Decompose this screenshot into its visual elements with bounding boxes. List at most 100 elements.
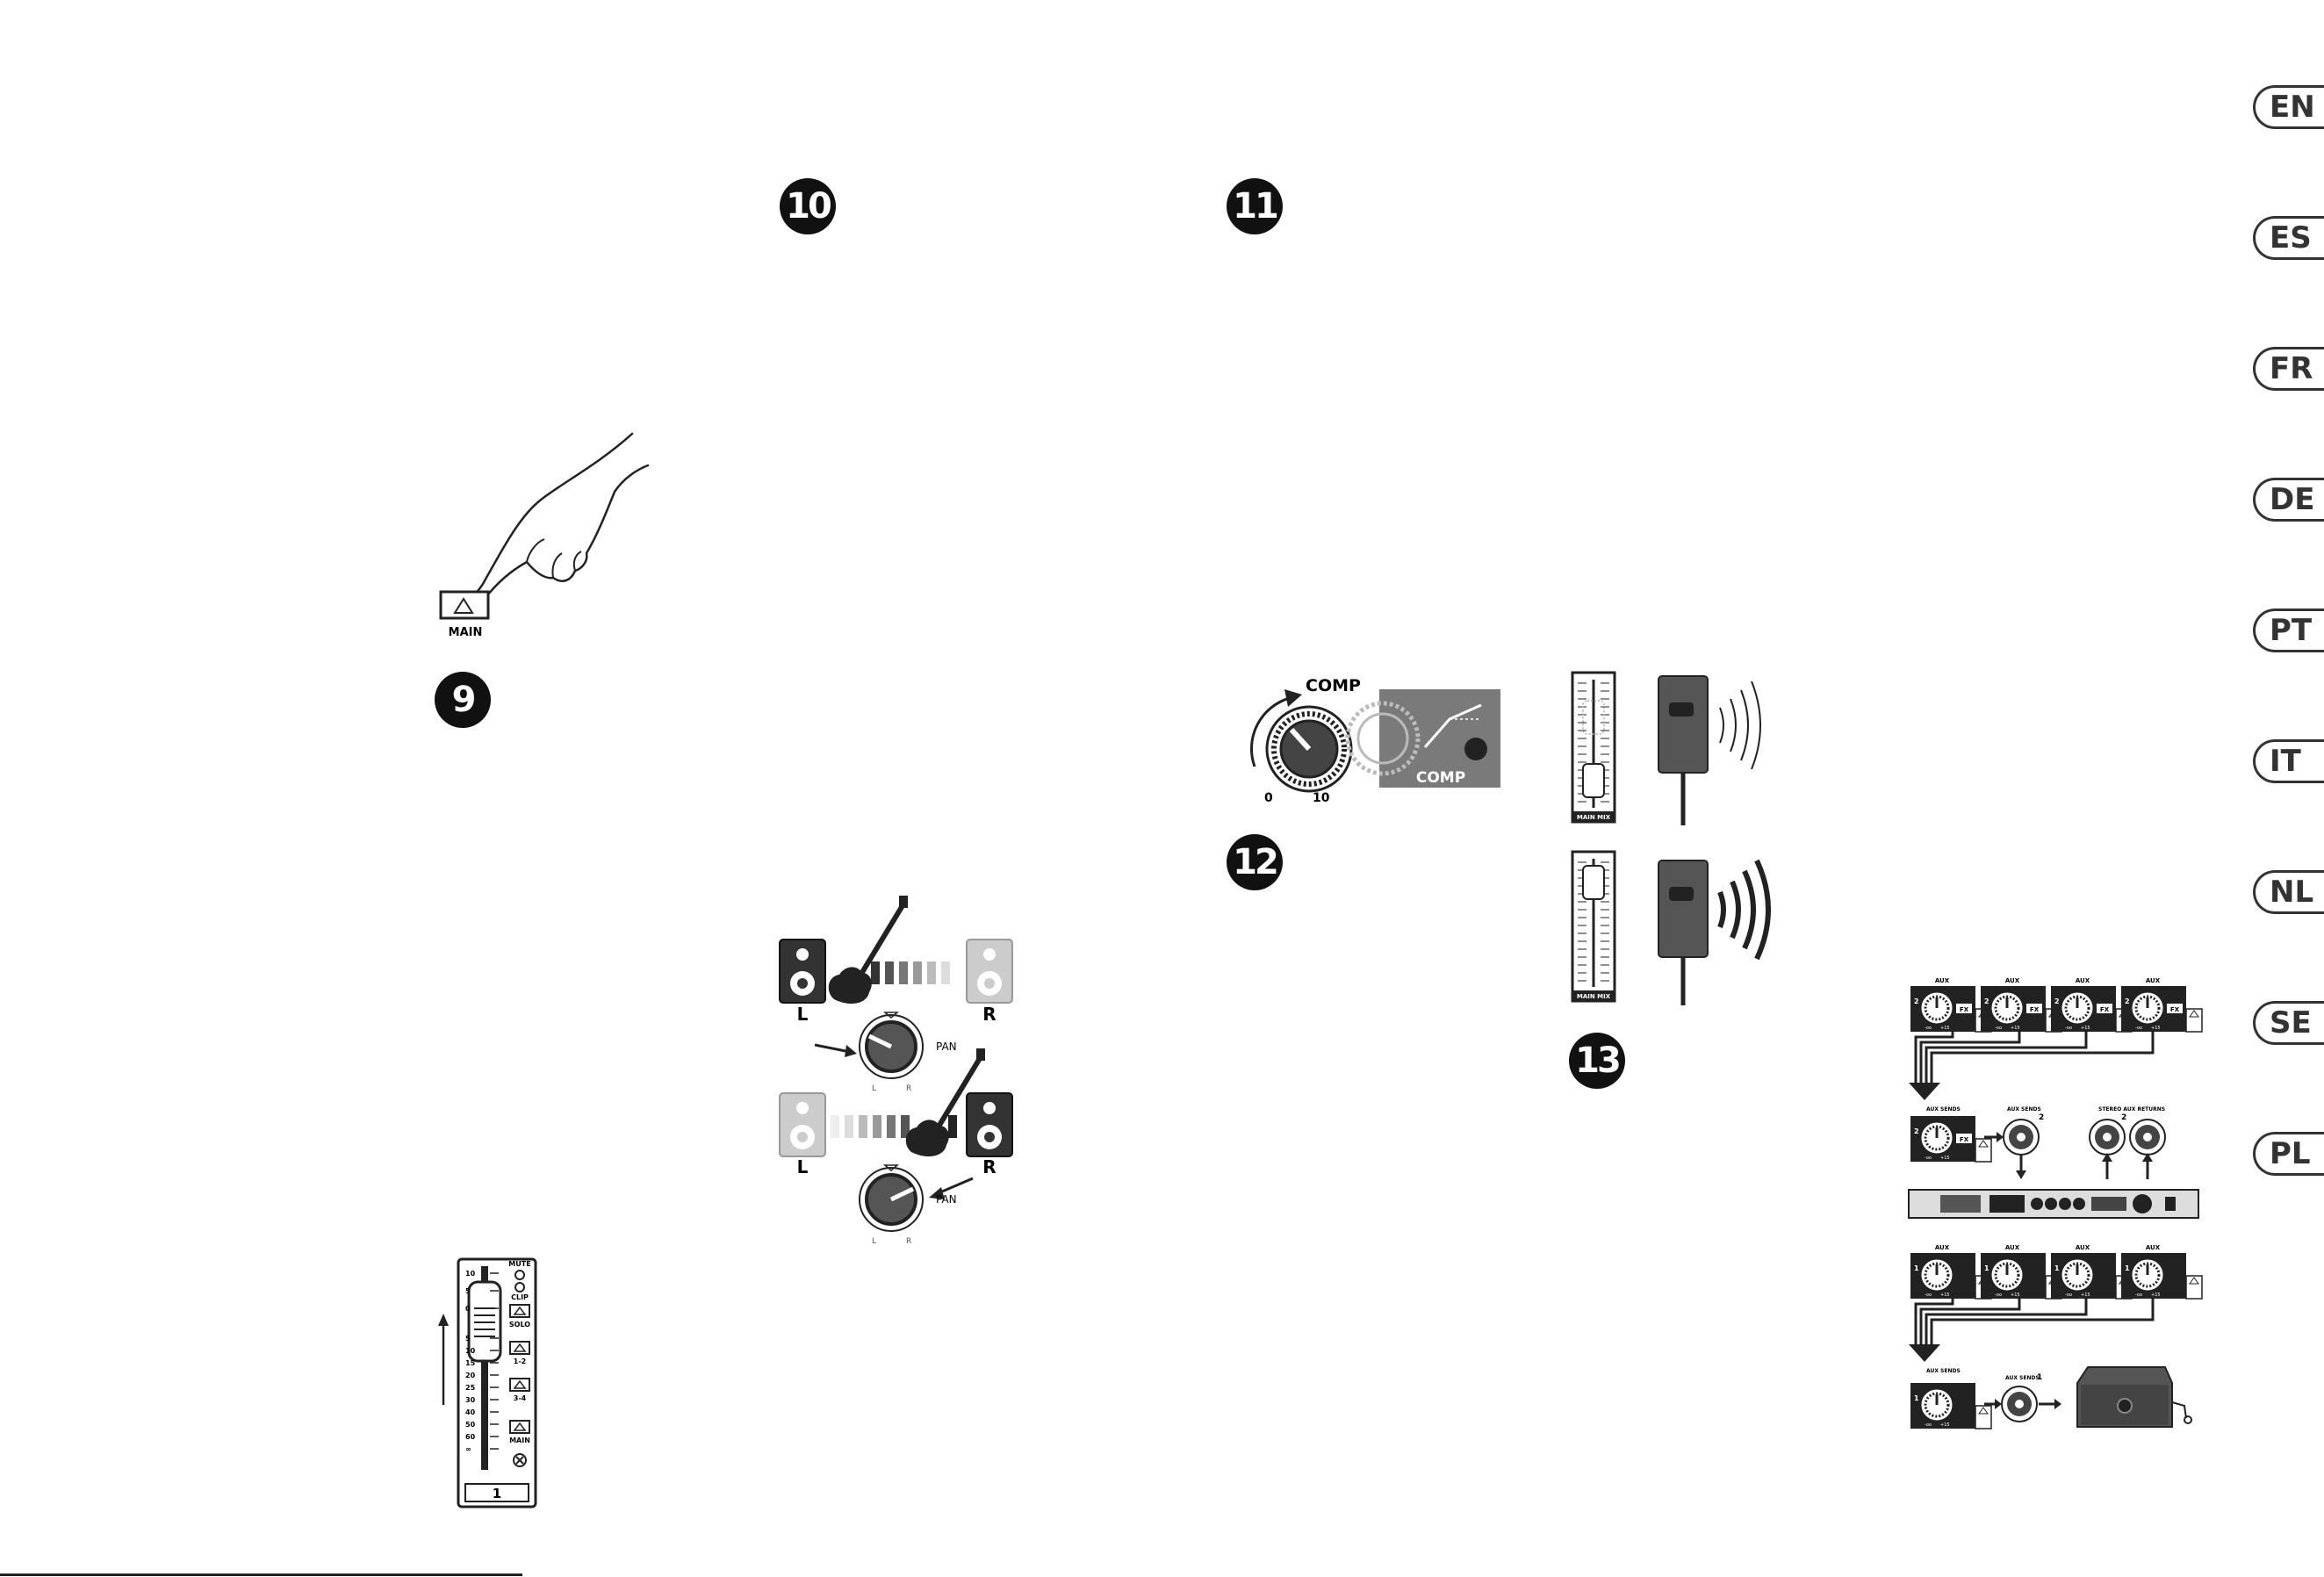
pan-knob-left[interactable]	[859, 1012, 924, 1079]
aux-send-jack-number-2: 2	[2039, 1113, 2044, 1122]
pan-knob-right-marker-2: R	[906, 1237, 911, 1246]
fx-label: FX	[2100, 1006, 2110, 1013]
hand-outline	[458, 432, 650, 609]
aux-knob[interactable]	[2132, 1259, 2163, 1291]
channel-number: 1	[493, 1486, 501, 1501]
stereo-aux-returns-label: STEREO AUX RETURNS	[2098, 1106, 2165, 1113]
footer-rule	[0, 1573, 522, 1576]
fader-scale-label: 25	[465, 1384, 476, 1392]
fx-processor-rack	[1908, 1189, 2199, 1219]
fader-scale-label: 60	[465, 1433, 476, 1441]
fader-scale-label: 10	[465, 1347, 476, 1355]
language-tab-it[interactable]: IT	[2253, 739, 2324, 783]
aux-range-min: -oo	[1995, 1026, 2002, 1031]
comp-button-label: COMP	[1416, 769, 1465, 787]
mute-label: MUTE	[508, 1260, 530, 1268]
language-tab-de[interactable]: DE	[2253, 478, 2324, 522]
aux-knob-number: 1	[1914, 1394, 1919, 1402]
main-mix-label-top: MAIN MIX	[1577, 814, 1611, 821]
aux-knob[interactable]	[1921, 1259, 1953, 1291]
aux-sends-label-1: AUX SENDS	[1926, 1106, 1961, 1113]
aux-knob[interactable]	[1921, 1389, 1953, 1421]
aux-label: AUX	[2005, 1244, 2020, 1251]
comp-led-button[interactable]	[1464, 738, 1487, 760]
aux-knob[interactable]	[1991, 992, 2023, 1024]
aux-knob[interactable]	[2061, 1259, 2093, 1291]
pan-knob-label: PAN	[936, 1041, 957, 1053]
comp-knob[interactable]	[1265, 705, 1353, 793]
route-12-label: 1-2	[514, 1357, 526, 1365]
fader-scale-label: 0	[465, 1305, 471, 1313]
fader-scale-label: 30	[465, 1396, 476, 1404]
arrow-right-icon	[1997, 1132, 2004, 1142]
language-tab-en[interactable]: EN	[2253, 85, 2324, 129]
aux-knob[interactable]	[1991, 1259, 2023, 1291]
pan-knob-label-2: PAN	[936, 1193, 957, 1206]
aux-knob-number: 2	[1914, 997, 1919, 1005]
solo-label: SOLO	[509, 1321, 530, 1329]
fx-label: FX	[2030, 1006, 2040, 1013]
language-tab-es[interactable]: ES	[2253, 216, 2324, 260]
channel-number-box	[464, 1483, 529, 1502]
language-tab-nl[interactable]: NL	[2253, 870, 2324, 914]
comp-min-label: 0	[1264, 791, 1273, 805]
triangle-icon	[1978, 1140, 1989, 1148]
aux-knob[interactable]	[2061, 992, 2093, 1024]
power-plug-icon	[2184, 1415, 2192, 1424]
language-tab-pt[interactable]: PT	[2253, 608, 2324, 652]
arrow-down-icon	[1909, 1083, 1940, 1100]
aux-send-jack[interactable]	[2003, 1119, 2040, 1156]
aux-return-jack-left[interactable]	[2089, 1119, 2126, 1156]
step-13-number: 13	[1575, 1041, 1622, 1081]
main-mix-label-bottom: MAIN MIX	[1577, 993, 1611, 1000]
aux-send-jack-2[interactable]	[2001, 1386, 2038, 1422]
fader-cap-high[interactable]	[1582, 865, 1605, 900]
aux-range-min: -oo	[1995, 1293, 2002, 1298]
aux-label: AUX	[1935, 1244, 1950, 1251]
aux-range-max: +15	[2151, 1293, 2161, 1298]
fx-label: FX	[1960, 1136, 1969, 1143]
aux-range-min: -oo	[2065, 1026, 2072, 1031]
fader-scale-label: ∞	[465, 1445, 471, 1453]
triangle-icon	[2189, 1277, 2199, 1285]
aux-return-jack-right[interactable]	[2129, 1119, 2166, 1156]
fader-cap-low[interactable]	[1582, 763, 1605, 798]
aux-range-min: -oo	[1925, 1026, 1932, 1031]
aux-range-min: -oo	[1925, 1422, 1932, 1428]
pan-knob-left-marker-2: L	[872, 1237, 876, 1246]
rotate-arrow	[1250, 696, 1291, 767]
sound-wave-bars-2	[831, 1115, 957, 1138]
finger-press-illustration: MAIN	[439, 432, 650, 639]
language-tab-fr[interactable]: FR	[2253, 347, 2324, 391]
step-9-number: 9	[451, 680, 477, 720]
aux-knob[interactable]	[1921, 1122, 1953, 1154]
step-13-badge: 13	[1569, 1033, 1625, 1089]
aux-range-max: +15	[1940, 1422, 1950, 1428]
aux-range-max: +15	[2011, 1293, 2020, 1298]
speaker-right-label-2: R	[982, 1156, 996, 1177]
pan-knob-right[interactable]	[859, 1164, 924, 1232]
language-tab-se[interactable]: SE	[2253, 1001, 2324, 1045]
aux-range-min: -oo	[2135, 1293, 2142, 1298]
speaker-right-label: R	[982, 1004, 996, 1025]
aux-sends-jack-label-2: AUX SENDS	[2005, 1375, 2040, 1381]
language-tab-pl[interactable]: PL	[2253, 1132, 2324, 1176]
fader-track	[481, 1266, 488, 1470]
triangle-icon	[453, 597, 474, 614]
main-button[interactable]	[439, 590, 490, 620]
step-10-badge: 10	[780, 178, 836, 234]
main-mix-illustration: MAIN MIX MAIN MIX	[1571, 671, 1771, 1005]
aux-knob-number: 1	[1914, 1264, 1919, 1272]
aux-knob[interactable]	[2132, 992, 2163, 1024]
guitar-icon-2	[905, 1048, 985, 1157]
aux-label: AUX	[2146, 1244, 2161, 1251]
step-10-number: 10	[786, 186, 832, 227]
aux-knob[interactable]	[1921, 992, 1953, 1024]
fader-scale-label: 40	[465, 1408, 476, 1416]
fader-scale-label: 10	[465, 1270, 476, 1278]
